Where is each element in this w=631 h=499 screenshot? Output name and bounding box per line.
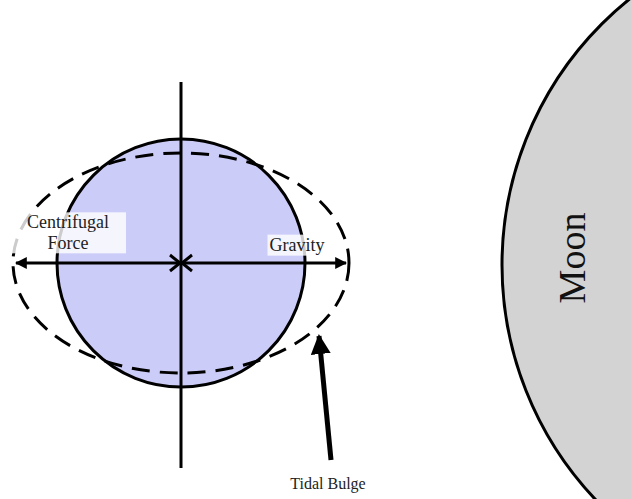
centrifugal-arrow <box>16 262 181 265</box>
gravity-arrow <box>181 262 346 265</box>
axis-line <box>180 82 183 468</box>
center-chevron <box>170 255 180 271</box>
force-label: Centrifugal Force <box>10 212 126 253</box>
callout-label: Tidal Bulge <box>288 475 367 493</box>
leader-arrow <box>319 336 331 460</box>
moon-outline <box>502 0 631 499</box>
moon-circle: Moon <box>500 0 631 499</box>
force-label: Gravity <box>268 235 327 256</box>
center-chevron <box>182 255 192 271</box>
moon-label: Moon <box>550 213 594 304</box>
